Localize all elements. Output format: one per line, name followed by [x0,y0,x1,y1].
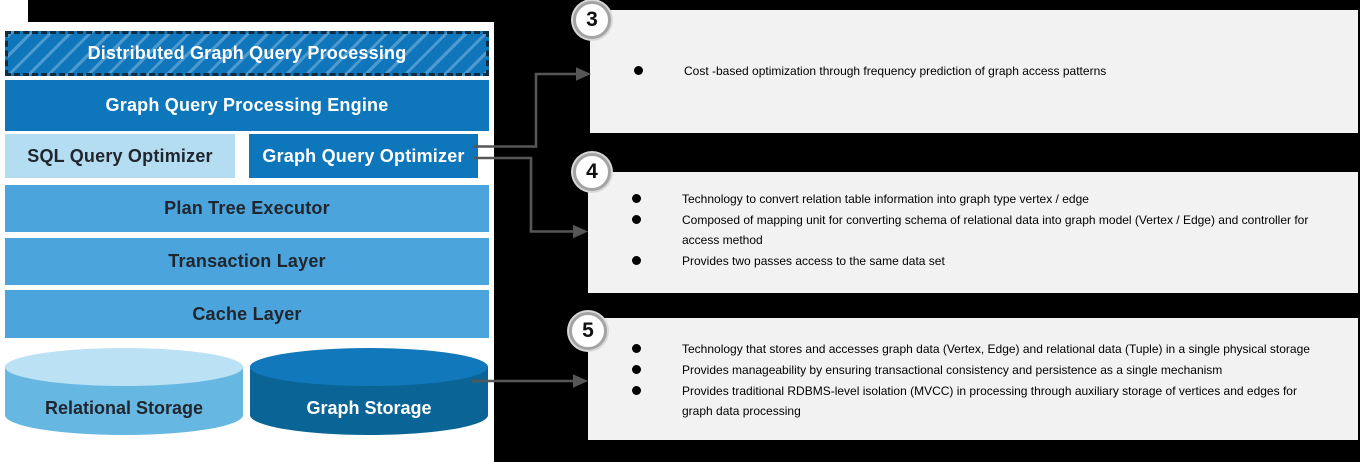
bullet-line-first: Provides traditional RDBMS-level isolati… [588,381,1358,401]
callout-number-label: 4 [586,160,598,183]
callout-number-4: 4 [573,153,611,191]
callout-number-label: 3 [586,8,598,31]
bullet-dot-icon [632,365,641,374]
callout-number-3: 3 [573,1,611,39]
layer-plan-tree-executor: Plan Tree Executor [5,185,489,232]
layer-distributed-graph-query-processing: Distributed Graph Query Processing [5,31,489,76]
bullet-dot-icon [632,256,641,265]
bullet-dot-icon [632,386,641,395]
layer-graph-query-optimizer: Graph Query Optimizer [249,134,478,178]
bullet-text: Provides two passes access to the same d… [682,254,945,268]
bullet-text: Technology to convert relation table inf… [682,192,1089,206]
bullet-line-first: Technology that stores and accesses grap… [588,339,1358,359]
layer-label: Transaction Layer [168,251,326,271]
layer-label: Plan Tree Executor [164,198,330,218]
bullet-text: access method [682,233,763,247]
bullet-line-first: Provides two passes access to the same d… [588,251,1358,271]
bullet-line-wrap: access method [588,230,1358,250]
storage-label: Relational Storage [44,397,204,418]
bullet-item: Cost -based optimization through frequen… [590,61,1358,81]
bullet-dot-icon [634,66,643,75]
bullet-list: Technology that stores and accesses grap… [588,339,1358,421]
storage-label: Graph Storage [306,397,432,418]
layer-cache-layer: Cache Layer [5,290,489,338]
bullet-dot-icon [632,215,641,224]
bullet-text: Provides traditional RDBMS-level isolati… [682,384,1297,398]
callout-panel-4: Technology to convert relation table inf… [588,172,1358,293]
bullet-item: Technology that stores and accesses grap… [588,339,1358,359]
layer-label: Distributed Graph Query Processing [87,43,407,63]
bullet-text: Provides manageability by ensuring trans… [682,363,1223,377]
callout-panel-5: Technology that stores and accesses grap… [588,318,1358,440]
bullet-line-wrap: graph data processing [588,401,1358,421]
bullet-line-first: Cost -based optimization through frequen… [590,61,1358,81]
layer-transaction-layer: Transaction Layer [5,238,489,285]
bullet-text: Composed of mapping unit for converting … [682,213,1309,227]
bullet-text: graph data processing [682,404,801,418]
callout-panel-3: Cost -based optimization through frequen… [590,10,1358,133]
layer-sql-query-optimizer: SQL Query Optimizer [5,134,235,178]
bullet-list: Cost -based optimization through frequen… [590,61,1358,82]
callout-number-label: 5 [582,319,594,342]
cylinder-top-icon [5,348,243,386]
layer-label: SQL Query Optimizer [27,145,213,166]
bullet-item: Provides manageability by ensuring trans… [588,360,1358,380]
bullet-line-first: Provides manageability by ensuring trans… [588,360,1358,380]
graph-storage-cylinder: Graph Storage [250,348,488,435]
callout-number-5: 5 [569,312,607,350]
bullet-item: Composed of mapping unit for converting … [588,210,1358,250]
layer-label: Graph Query Optimizer [262,145,465,166]
bullet-item: Provides two passes access to the same d… [588,251,1358,271]
relational-storage-cylinder: Relational Storage [5,348,243,435]
bullet-dot-icon [632,194,641,203]
layer-label: Graph Query Processing Engine [105,95,389,115]
cylinder-top-icon [250,348,488,386]
bullet-item: Provides traditional RDBMS-level isolati… [588,381,1358,421]
layer-label: Cache Layer [192,303,302,324]
bullet-text: Technology that stores and accesses grap… [682,342,1310,356]
layer-graph-query-processing-engine: Graph Query Processing Engine [5,80,489,131]
bullet-text: Cost -based optimization through frequen… [684,64,1107,78]
bullet-item: Technology to convert relation table inf… [588,189,1358,209]
bullet-list: Technology to convert relation table inf… [588,189,1358,271]
bullet-dot-icon [632,344,641,353]
bullet-line-first: Technology to convert relation table inf… [588,189,1358,209]
bullet-line-first: Composed of mapping unit for converting … [588,210,1358,230]
